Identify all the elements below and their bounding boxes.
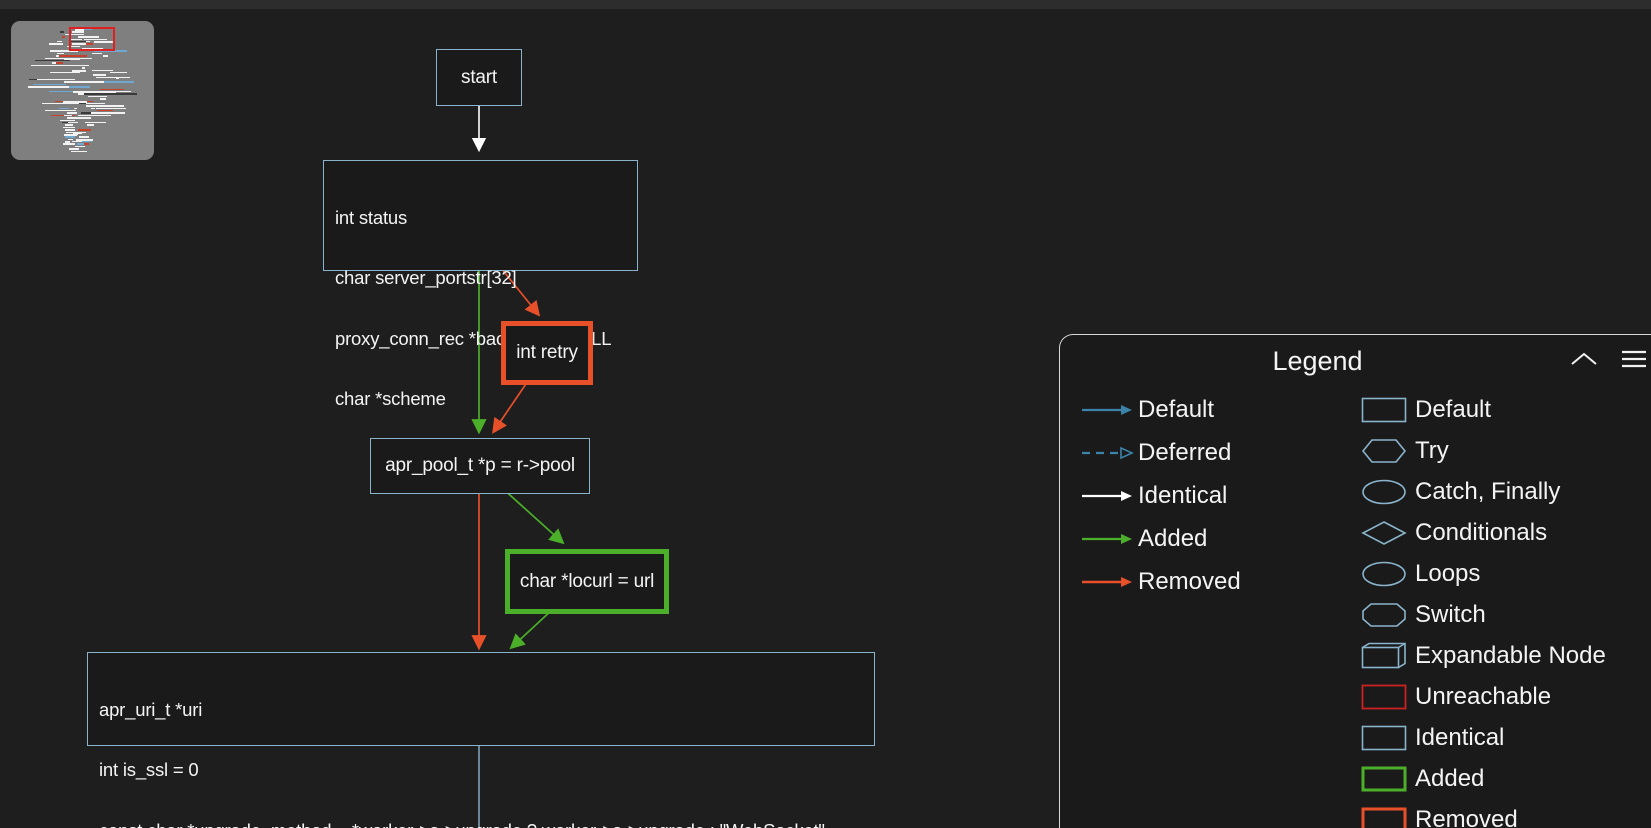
graph-node-uri-block[interactable]: apr_uri_t *uri int is_ssl = 0 const char… xyxy=(87,652,875,828)
node-shape-octagon-icon xyxy=(1353,601,1415,629)
node-shape-rect-added-icon xyxy=(1353,765,1415,793)
legend-edge-label: Default xyxy=(1138,395,1215,423)
node-shape-diamond-icon xyxy=(1353,519,1415,547)
edge-pool-to-locurl xyxy=(500,486,565,545)
node-label: int retry xyxy=(516,342,578,364)
edge-arrow-removed-icon xyxy=(1076,575,1138,589)
legend-node-label: Identical xyxy=(1415,723,1505,751)
legend-node-item-default[interactable]: Default xyxy=(1353,391,1651,428)
legend-node-item-loops[interactable]: Loops xyxy=(1353,555,1651,592)
legend-node-label: Catch, Finally xyxy=(1415,477,1561,505)
legend-body: Default Deferred xyxy=(1060,391,1651,828)
legend-edge-item-identical[interactable]: Identical xyxy=(1076,477,1353,514)
edge-arrow-default-icon xyxy=(1076,403,1138,417)
legend-node-label: Conditionals xyxy=(1415,518,1548,546)
legend-panel[interactable]: Legend xyxy=(1059,334,1651,828)
legend-edge-item-removed[interactable]: Removed xyxy=(1076,563,1353,600)
legend-node-item-identical[interactable]: Identical xyxy=(1353,719,1651,756)
legend-edge-label: Deferred xyxy=(1138,438,1232,466)
legend-node-item-expandable[interactable]: Expandable Node xyxy=(1353,637,1651,674)
edge-retry-to-pool xyxy=(492,377,531,434)
node-label-line: int status xyxy=(335,207,408,228)
node-shape-rect-icon xyxy=(1353,396,1415,424)
node-shape-hexagon-icon xyxy=(1353,437,1415,465)
legend-header: Legend xyxy=(1060,335,1651,391)
node-shape-rect-unreachable-icon xyxy=(1353,683,1415,711)
legend-title: Legend xyxy=(1272,346,1363,376)
legend-edge-item-added[interactable]: Added xyxy=(1076,520,1353,557)
legend-node-item-conditionals[interactable]: Conditionals xyxy=(1353,514,1651,551)
legend-node-label: Removed xyxy=(1415,805,1518,828)
legend-edge-item-deferred[interactable]: Deferred xyxy=(1076,434,1353,471)
node-label-line: const char *upgrade_method = *worker->s-… xyxy=(99,819,825,828)
hamburger-menu-icon[interactable] xyxy=(1621,349,1647,369)
legend-node-label: Added xyxy=(1415,764,1485,792)
legend-node-item-unreachable[interactable]: Unreachable xyxy=(1353,678,1651,715)
legend-node-item-catch-finally[interactable]: Catch, Finally xyxy=(1353,473,1651,510)
graph-node-apr-pool[interactable]: apr_pool_t *p = r->pool xyxy=(370,438,590,494)
node-label: char *locurl = url xyxy=(519,570,655,592)
legend-edge-column: Default Deferred xyxy=(1068,391,1353,828)
legend-node-label: Loops xyxy=(1415,559,1481,587)
node-label-line: apr_uri_t *uri xyxy=(99,699,203,720)
node-shape-rect-identical-icon xyxy=(1353,724,1415,752)
node-shape-ellipse-icon xyxy=(1353,478,1415,506)
legend-edge-label: Removed xyxy=(1138,567,1241,595)
edge-decls-to-retry xyxy=(496,262,541,317)
edge-arrow-identical-icon xyxy=(1076,489,1138,503)
node-shape-ellipse-icon xyxy=(1353,560,1415,588)
legend-controls xyxy=(1569,349,1647,369)
edge-arrow-added-icon xyxy=(1076,532,1138,546)
minimap-viewport-rect[interactable] xyxy=(69,27,115,51)
node-label-line: int is_ssl = 0 xyxy=(99,759,199,781)
edge-locurl-to-uri xyxy=(509,608,554,650)
graph-node-declarations[interactable]: int status char server_portstr[32] proxy… xyxy=(323,160,638,409)
legend-node-item-switch[interactable]: Switch xyxy=(1353,596,1651,633)
minimap-thumbnail xyxy=(11,21,154,160)
legend-edge-label: Identical xyxy=(1138,481,1228,509)
node-label-line: char *scheme xyxy=(335,388,446,410)
graph-minimap[interactable] xyxy=(11,21,154,160)
node-shape-box3d-icon xyxy=(1353,642,1415,670)
node-shape-rect-removed-icon xyxy=(1353,806,1415,828)
edge-arrow-deferred-icon xyxy=(1076,446,1138,460)
graph-canvas[interactable]: start int status char server_portstr[32]… xyxy=(0,9,1651,828)
legend-node-label: Try xyxy=(1415,436,1449,464)
legend-node-item-added[interactable]: Added xyxy=(1353,760,1651,797)
legend-node-label: Expandable Node xyxy=(1415,641,1606,669)
legend-node-label: Unreachable xyxy=(1415,682,1552,710)
chevron-up-icon[interactable] xyxy=(1569,350,1599,368)
legend-node-label: Default xyxy=(1415,395,1492,423)
legend-node-item-try[interactable]: Try xyxy=(1353,432,1651,469)
legend-node-label: Switch xyxy=(1415,600,1486,628)
graph-node-start[interactable]: start xyxy=(436,49,522,106)
legend-node-column: Default Try Catch, Finally xyxy=(1353,391,1651,828)
legend-edge-item-default[interactable]: Default xyxy=(1076,391,1353,428)
window-top-bar xyxy=(0,0,1651,9)
node-label: start xyxy=(461,66,497,88)
legend-node-item-removed[interactable]: Removed xyxy=(1353,801,1651,828)
node-label: apr_pool_t *p = r->pool xyxy=(385,455,575,477)
node-label-line: char server_portstr[32] xyxy=(335,267,517,289)
graph-node-int-retry[interactable]: int retry xyxy=(501,321,593,385)
legend-edge-label: Added xyxy=(1138,524,1208,552)
graph-node-locurl[interactable]: char *locurl = url xyxy=(505,549,669,614)
